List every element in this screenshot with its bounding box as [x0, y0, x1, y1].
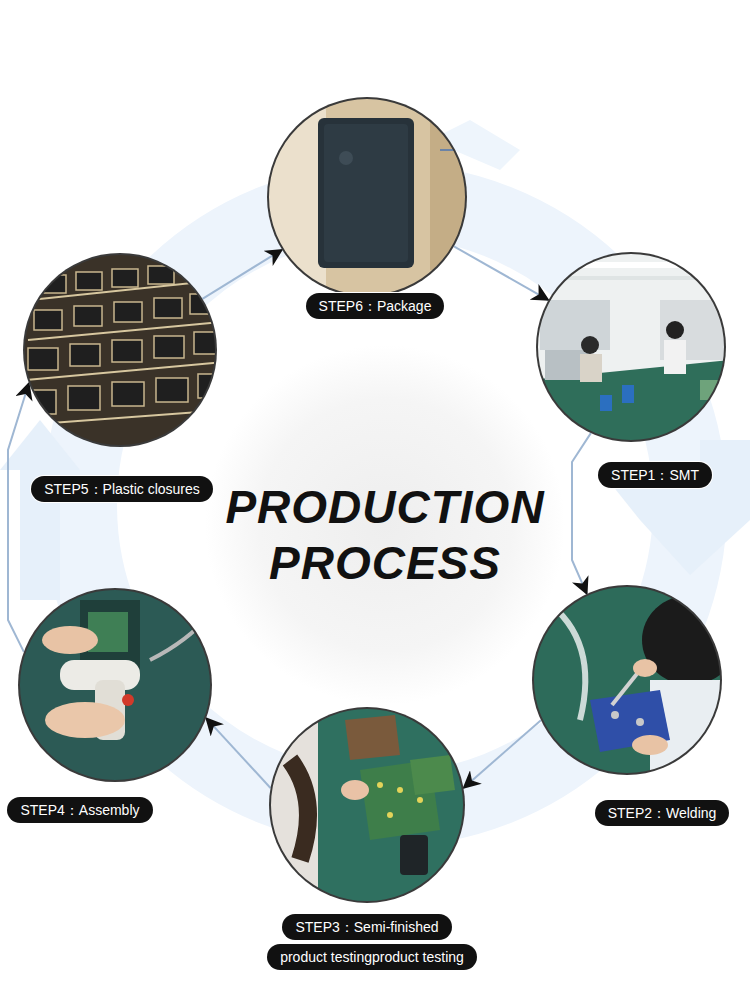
illustration-shape: [339, 151, 353, 165]
illustration-shape: [540, 276, 720, 280]
illustration-shape: [148, 266, 174, 284]
welding-photo: [530, 584, 738, 780]
flow-arrow: [202, 250, 282, 299]
illustration-shape: [198, 374, 230, 398]
illustration-shape: [42, 626, 98, 654]
illustration-shape: [700, 380, 722, 400]
illustration-shape: [68, 386, 100, 410]
step-label: STEP1：SMT: [598, 462, 712, 488]
illustration-shape: [611, 711, 619, 719]
illustration-shape: [24, 390, 56, 414]
step-label: STEP4：Assembly: [7, 797, 152, 823]
illustration-shape: [28, 348, 58, 370]
illustration-shape: [417, 797, 423, 803]
illustration-shape: [18, 588, 214, 784]
illustration-shape: [70, 344, 100, 366]
illustration-shape: [440, 149, 470, 151]
illustration-shape: [410, 755, 455, 795]
illustration-shape: [266, 96, 326, 298]
illustration-shape: [600, 395, 612, 411]
illustration-shape: [545, 600, 585, 720]
step-label: STEP6：Package: [306, 293, 445, 319]
illustration-shape: [23, 253, 219, 449]
illustration-shape: [400, 835, 428, 875]
cycle-ring: [0, 120, 750, 810]
step-label: STEP3：Semi-finished: [282, 914, 451, 940]
illustration-shape: [324, 124, 408, 262]
illustration-shape: [636, 718, 644, 726]
illustration-shape: [45, 702, 125, 738]
illustration-shape: [290, 760, 308, 860]
illustration-shape: [612, 670, 640, 705]
illustration-shape: [194, 332, 224, 354]
flow-arrow: [454, 246, 548, 300]
illustration-shape: [666, 321, 684, 339]
step-label: STEP5：Plastic closures: [31, 476, 213, 502]
smt-photo: [530, 250, 730, 450]
illustration-shape: [540, 300, 610, 350]
illustration-shape: [0, 420, 80, 600]
step-photo-circle: STEP2：Welding: [532, 585, 722, 775]
step-photo-circle: STEP3：Semi-finishedproduct testingproduc…: [269, 707, 465, 903]
illustration-shape: [24, 280, 226, 425]
step-photo-circle: STEP4：Assembly: [18, 588, 212, 782]
illustration-shape: [580, 354, 602, 382]
flow-arrow: [572, 433, 591, 594]
illustration-shape: [76, 272, 102, 290]
illustration-shape: [74, 306, 102, 326]
illustration-shape: [642, 595, 738, 685]
flow-arrow: [8, 383, 29, 652]
illustration-shape: [581, 336, 599, 354]
illustration-shape: [377, 782, 383, 788]
illustration-shape: [318, 118, 414, 268]
illustration-shape: [622, 385, 634, 403]
illustration-shape: [122, 694, 134, 706]
step-label: product testingproduct testing: [267, 944, 477, 970]
flow-arrow: [464, 720, 541, 788]
diagram-title: PRODUCTION PROCESS: [165, 479, 605, 591]
illustration-shape: [600, 440, 750, 575]
closures-photo: [23, 253, 230, 449]
illustration-shape: [154, 336, 184, 358]
step-photo-circle: STEP6：Package: [267, 97, 467, 297]
step-label: STEP2：Welding: [595, 800, 730, 826]
illustration-shape: [112, 269, 138, 287]
illustration-shape: [397, 787, 403, 793]
illustration-shape: [268, 706, 466, 904]
illustration-shape: [154, 298, 182, 318]
illustration-shape: [540, 262, 720, 268]
illustration-shape: [268, 706, 318, 904]
step-photo-circle: STEP1：SMT: [536, 252, 726, 442]
illustration-shape: [530, 250, 730, 450]
illustration-shape: [112, 382, 144, 406]
package-photo: [266, 96, 470, 298]
testing-photo: [268, 706, 466, 904]
illustration-shape: [150, 610, 214, 660]
illustration-shape: [345, 715, 400, 760]
illustration-shape: [114, 302, 142, 322]
illustration-shape: [24, 266, 230, 414]
illustration-shape: [633, 659, 657, 677]
illustration-shape: [112, 340, 142, 362]
step-photo-circle: STEP5：Plastic closures: [23, 253, 217, 447]
illustration-shape: [34, 310, 62, 330]
illustration-shape: [387, 812, 393, 818]
illustration-shape: [632, 735, 668, 755]
assembly-photo: [18, 588, 214, 784]
illustration-shape: [341, 780, 369, 800]
illustration-shape: [430, 120, 470, 270]
flow-arrow: [206, 718, 270, 788]
illustration-shape: [40, 275, 66, 293]
illustration-shape: [156, 378, 188, 402]
illustration-shape: [664, 340, 686, 374]
